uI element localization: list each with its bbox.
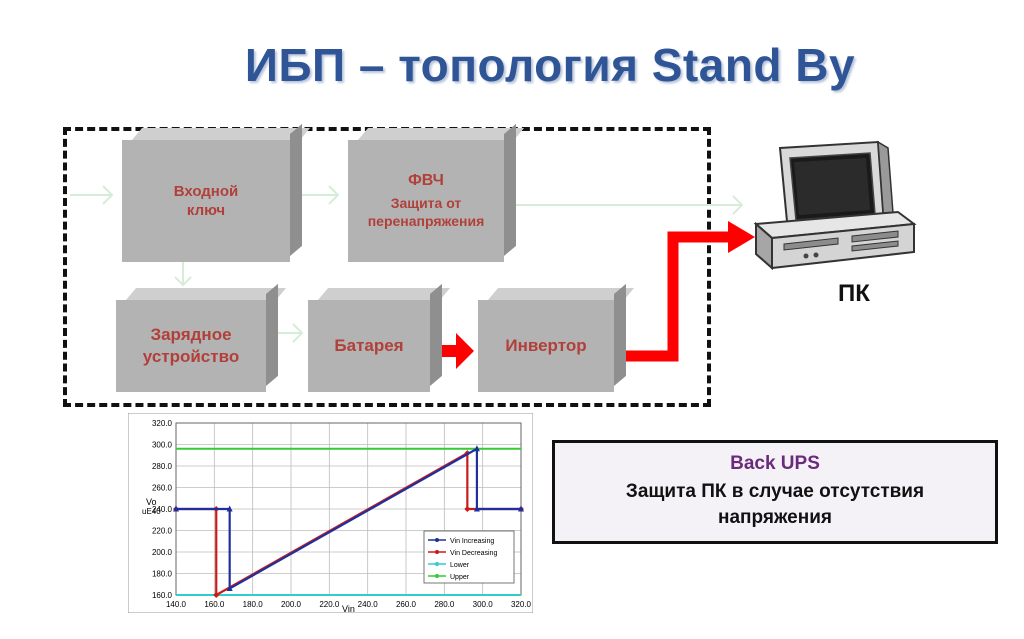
y-axis-label-2: uE40 — [142, 507, 161, 516]
x-tick-label: 220.0 — [319, 600, 340, 609]
y-tick-label: 260.0 — [152, 484, 173, 493]
y-tick-label: 220.0 — [152, 527, 173, 536]
legend-label: Vin Increasing — [450, 538, 494, 545]
x-tick-label: 240.0 — [358, 600, 379, 609]
pc-illustration — [748, 140, 918, 275]
inverter-block: Инвертор — [478, 300, 614, 392]
legend-marker — [435, 538, 439, 542]
input-switch-block: Входной ключ — [122, 140, 290, 262]
system-unit-icon — [756, 212, 914, 268]
power-path-arrow — [617, 221, 755, 356]
y-tick-label: 200.0 — [152, 548, 173, 557]
legend-marker — [435, 574, 439, 578]
y-tick-label: 300.0 — [152, 441, 173, 450]
x-tick-label: 200.0 — [281, 600, 302, 609]
x-tick-label: 280.0 — [434, 600, 455, 609]
y-axis-label: Vo — [146, 497, 157, 507]
legend-marker — [435, 562, 439, 566]
note-title: Back UPS — [555, 453, 995, 475]
legend-label: Lower — [450, 562, 470, 569]
pc-label: ПК — [838, 280, 870, 308]
filter-title: ФВЧ — [408, 171, 444, 192]
inverter-label: Инвертор — [505, 335, 586, 357]
y-tick-label: 180.0 — [152, 570, 173, 579]
battery-block: Батарея — [308, 300, 430, 392]
battery-label: Батарея — [334, 335, 403, 357]
filter-block: ФВЧ Защита от перенапряжения — [348, 140, 504, 262]
x-axis-label: Vin — [342, 604, 355, 613]
charger-label: Зарядное устройство — [126, 324, 256, 368]
charger-block: Зарядное устройство — [116, 300, 266, 392]
x-tick-label: 160.0 — [204, 600, 225, 609]
x-tick-label: 260.0 — [396, 600, 417, 609]
note-text: Защита ПК в случае отсутствия напряжения — [585, 479, 965, 530]
x-tick-label: 180.0 — [243, 600, 264, 609]
back-ups-note: Back UPS Защита ПК в случае отсутствия н… — [552, 440, 998, 544]
legend-label: Vin Decreasing — [450, 550, 497, 557]
x-tick-label: 140.0 — [166, 600, 187, 609]
input-switch-label: Входной ключ — [161, 182, 251, 221]
legend-marker — [435, 550, 439, 554]
y-tick-label: 280.0 — [152, 462, 173, 471]
y-tick-label: 320.0 — [152, 419, 173, 428]
y-tick-label: 160.0 — [152, 591, 173, 600]
x-tick-label: 300.0 — [473, 600, 494, 609]
filter-subtitle: Защита от перенапряжения — [356, 194, 496, 230]
x-tick-label: 320.0 — [511, 600, 532, 609]
legend-label: Upper — [450, 574, 470, 581]
